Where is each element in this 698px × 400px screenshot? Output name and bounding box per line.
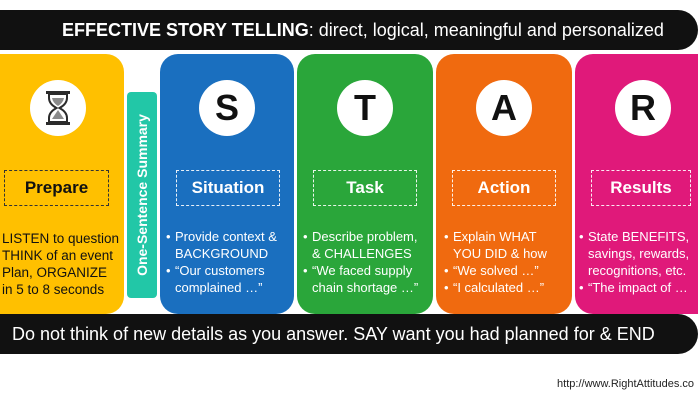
bullet-item: Provide context &BACKGROUND (166, 228, 277, 262)
bullet-item: “The impact of … (579, 279, 689, 296)
action-letter-circle: A (476, 80, 532, 136)
prepare-panel: Prepare LISTEN to question THINK of an e… (0, 54, 124, 314)
banner-title-bold: EFFECTIVE STORY TELLING (62, 19, 309, 40)
action-label-box: Action (452, 170, 556, 206)
title-banner: EFFECTIVE STORY TELLING: direct, logical… (0, 10, 698, 50)
prepare-line: in 5 to 8 seconds (2, 282, 105, 297)
hourglass-icon (46, 91, 70, 125)
situation-letter-circle: S (199, 80, 255, 136)
results-panel: R Results State BENEFITS,savings, reward… (575, 54, 698, 314)
prepare-label-box: Prepare (4, 170, 109, 206)
results-letter-circle: R (615, 80, 671, 136)
one-sentence-summary-strip: One-Sentence Summary (127, 92, 157, 298)
results-bullets: State BENEFITS,savings, rewards,recognit… (579, 228, 689, 296)
bullet-item: “We solved …” (444, 262, 547, 279)
task-label: Task (346, 178, 384, 197)
footer-text: Do not think of new details as you answe… (12, 323, 655, 344)
footer-banner: Do not think of new details as you answe… (0, 314, 698, 354)
prepare-line: THINK of an event (2, 248, 114, 263)
prepare-label: Prepare (24, 178, 89, 197)
situation-label: Situation (191, 178, 265, 197)
task-letter-circle: T (337, 80, 393, 136)
summary-label: One-Sentence Summary (134, 114, 150, 276)
hourglass-circle (30, 80, 86, 136)
task-bullets: Describe problem,& CHALLENGES “We faced … (303, 228, 418, 296)
source-url: http://www.RightAttitudes.co (557, 378, 694, 390)
bullet-item: Describe problem,& CHALLENGES (303, 228, 418, 262)
action-label: Action (477, 178, 531, 197)
banner-title-rest: : direct, logical, meaningful and person… (308, 19, 664, 40)
situation-panel: S Situation Provide context &BACKGROUND … (160, 54, 294, 314)
action-letter: A (491, 87, 517, 128)
prepare-line: LISTEN to question (2, 231, 120, 246)
bullet-item: State BENEFITS,savings, rewards,recognit… (579, 228, 689, 279)
results-label-box: Results (591, 170, 691, 206)
task-label-box: Task (313, 170, 417, 206)
task-letter: T (354, 87, 376, 128)
results-label: Results (610, 178, 672, 197)
results-letter: R (630, 87, 656, 128)
situation-label-box: Situation (176, 170, 280, 206)
situation-bullets: Provide context &BACKGROUND “Our custome… (166, 228, 277, 296)
prepare-text: LISTEN to question THINK of an event Pla… (2, 230, 119, 298)
prepare-line: Plan, ORGANIZE (2, 265, 108, 280)
task-panel: T Task Describe problem,& CHALLENGES “We… (297, 54, 433, 314)
bullet-item: “I calculated …” (444, 279, 547, 296)
situation-letter: S (214, 87, 239, 128)
